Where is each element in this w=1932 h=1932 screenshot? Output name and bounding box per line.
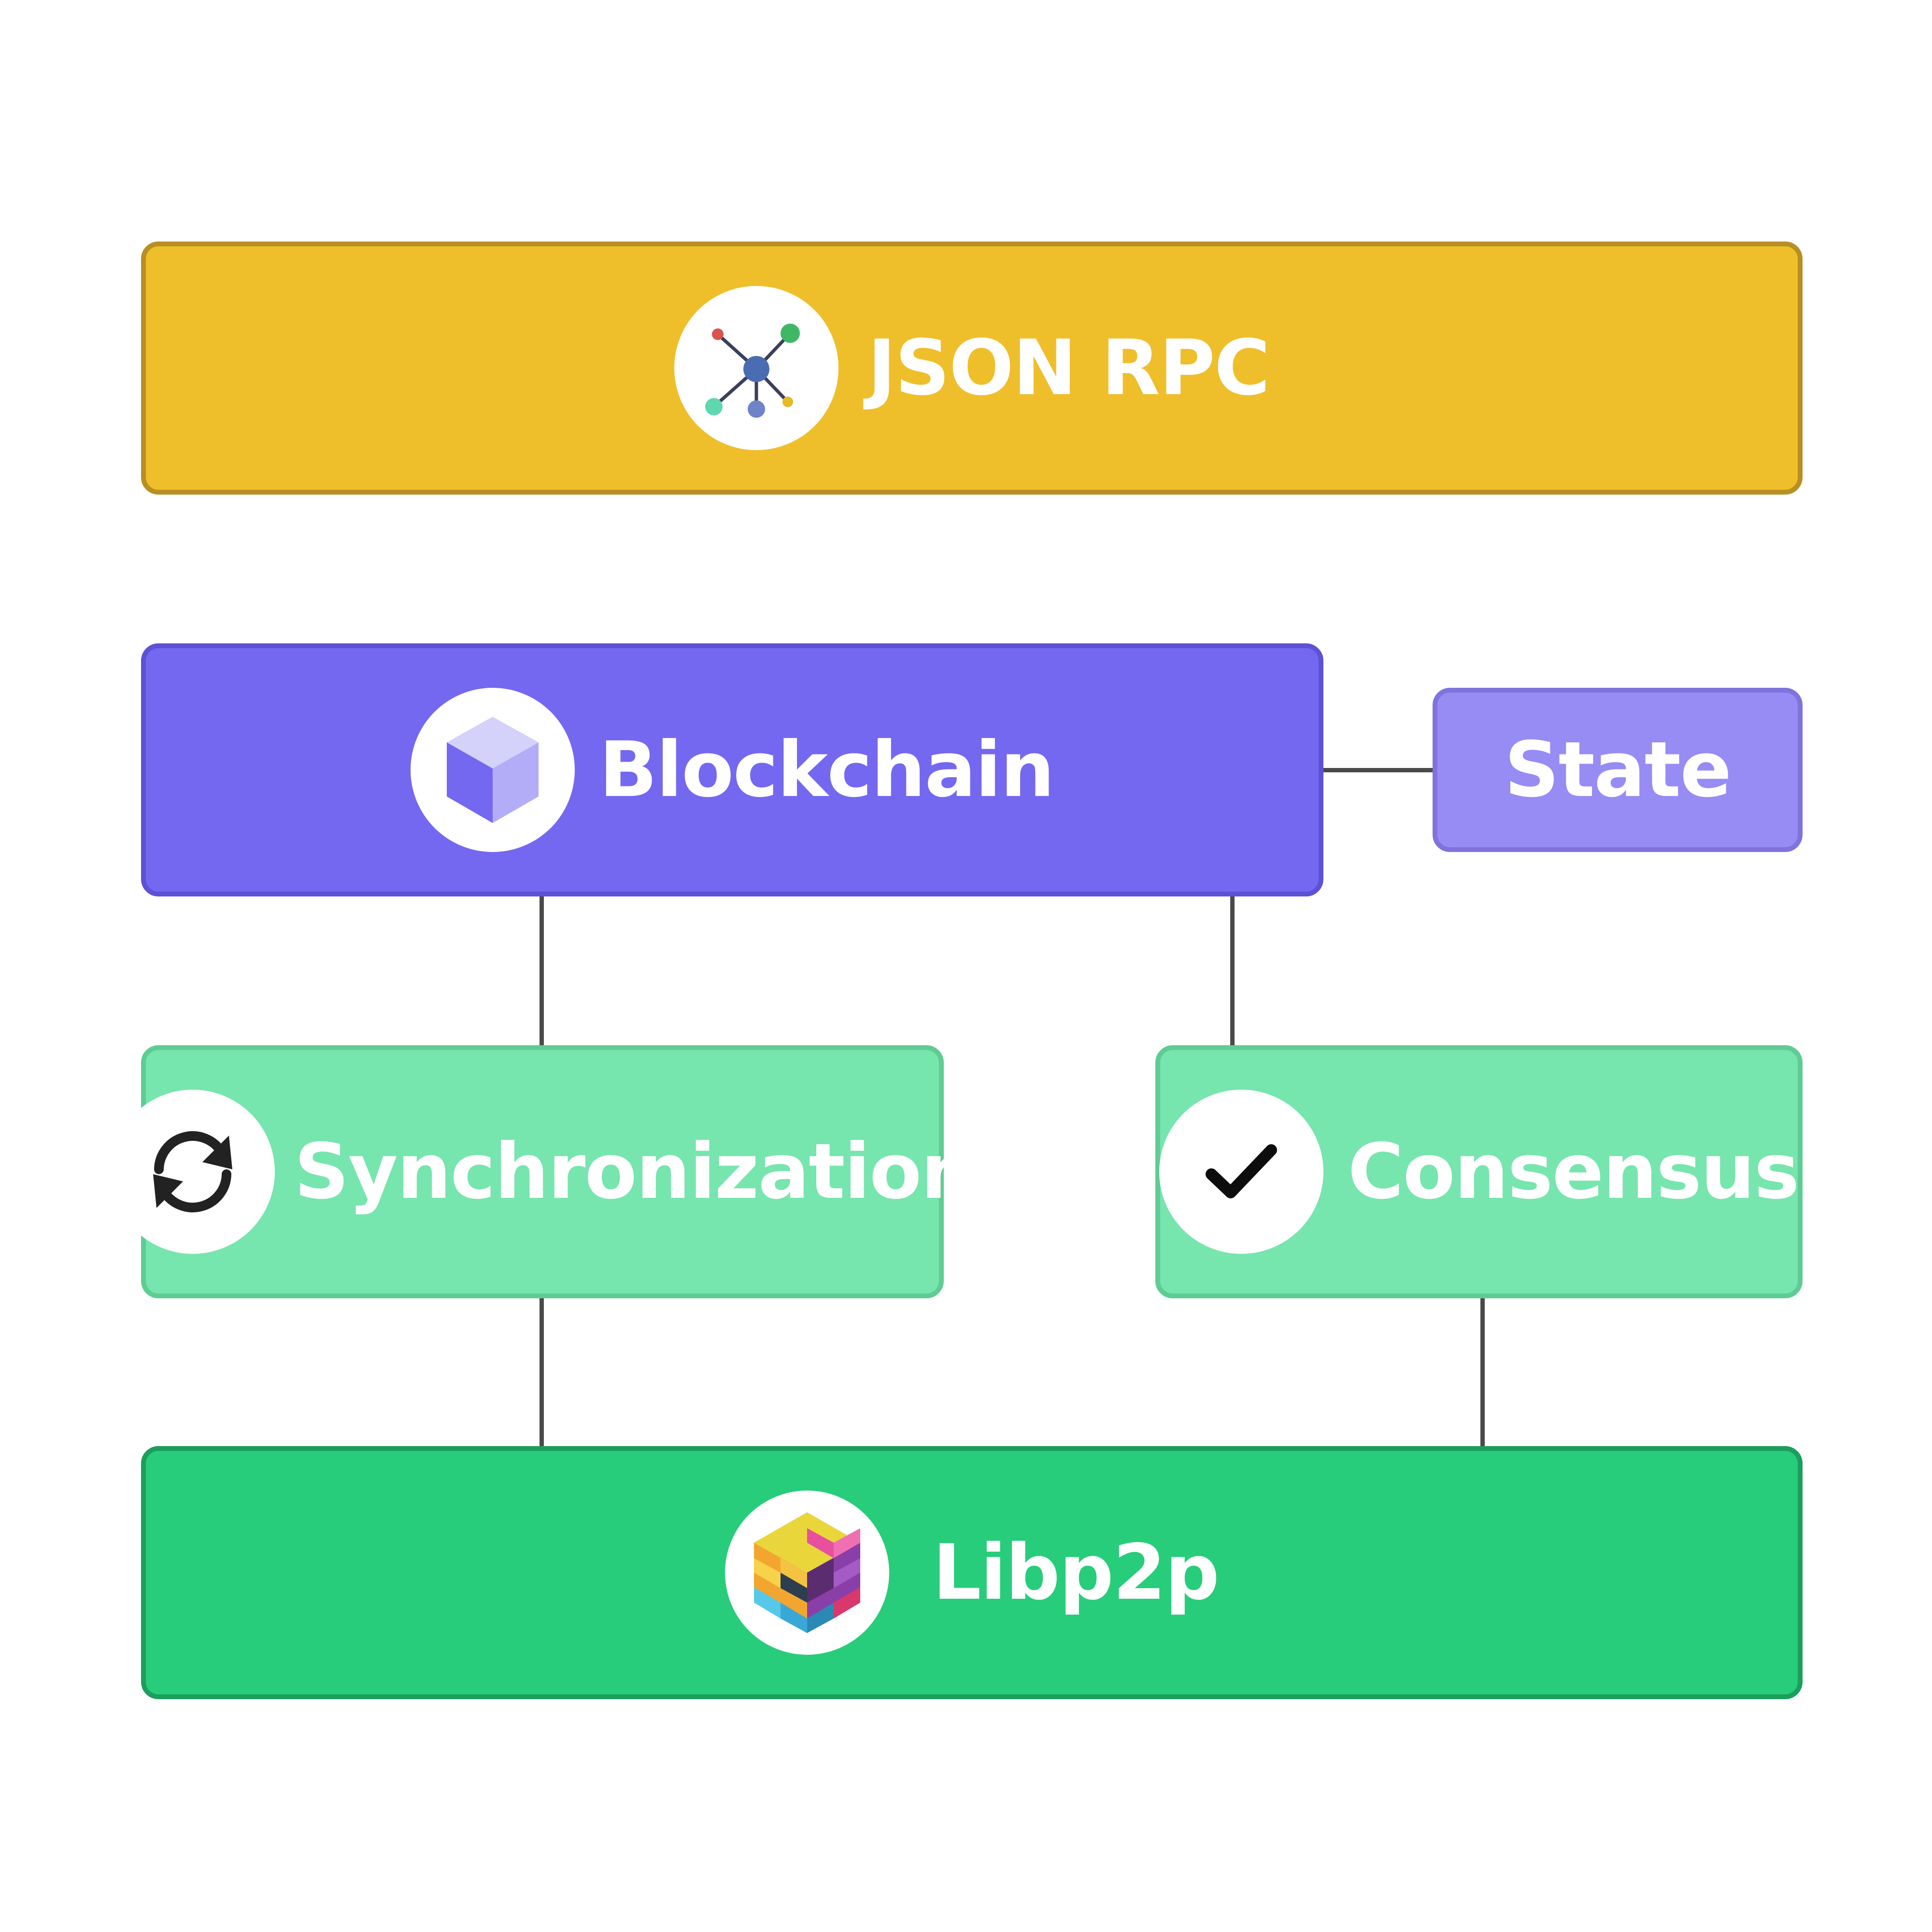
edge-blockchain-synchronization [540, 896, 544, 1045]
checkmark-icon [1159, 1090, 1324, 1254]
node-state-label: State [1504, 725, 1732, 814]
node-json-rpc: JSON RPC [141, 242, 1803, 495]
node-libp2p: Libp2p [141, 1446, 1803, 1699]
node-libp2p-label: Libp2p [932, 1528, 1220, 1617]
libp2p-logo-icon [724, 1491, 889, 1655]
edge-blockchain-state [1323, 768, 1433, 772]
network-hub-icon [674, 286, 839, 450]
sync-arrows-icon [111, 1090, 275, 1254]
node-consensus: Consensus [1155, 1045, 1803, 1298]
node-state: State [1433, 688, 1803, 852]
cube-icon [411, 688, 575, 852]
node-blockchain: Blockchain [141, 643, 1323, 896]
node-json-rpc-label: JSON RPC [867, 324, 1270, 412]
node-synchronization: Synchronization [111, 1045, 975, 1298]
node-synchronization-label: Synchronization [294, 1127, 975, 1216]
edge-synchronization-libp2p [540, 1298, 544, 1446]
edge-blockchain-consensus [1230, 896, 1235, 1045]
edge-consensus-libp2p [1480, 1298, 1485, 1446]
node-blockchain-label: Blockchain [599, 725, 1054, 814]
node-consensus-label: Consensus [1348, 1127, 1799, 1216]
